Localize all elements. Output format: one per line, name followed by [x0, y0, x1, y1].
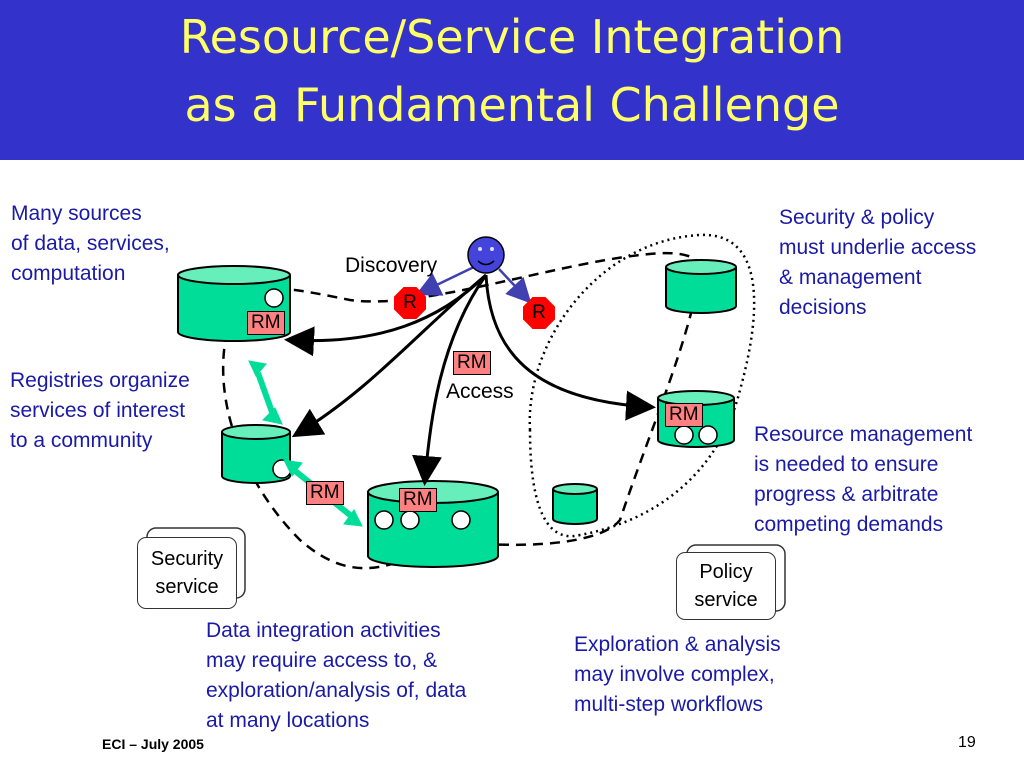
rm-badge-access: RM [453, 351, 491, 375]
rm-badge-registry: RM [306, 481, 344, 505]
note-data-integration: Data integration activities may require … [206, 619, 467, 732]
security-service-card: Security service [137, 537, 237, 609]
policy-service-label-line2: service [694, 589, 758, 611]
discovery-arrows [415, 264, 532, 304]
user-icon [467, 236, 505, 274]
discovery-label: Discovery [345, 254, 438, 277]
security-service-label-line2: service [155, 576, 219, 598]
rm-badge-top-left: RM [247, 311, 285, 335]
access-label: Access [446, 380, 514, 403]
note-resource-management: Resource management is needed to ensure … [754, 423, 973, 536]
security-service-label-line1: Security [150, 548, 224, 570]
rm-badge-center: RM [399, 488, 437, 512]
title-banner: Resource/Service Integration as a Fundam… [0, 0, 1024, 160]
registry-r-left: R [394, 287, 426, 319]
title-line-1: Resource/Service Integration [179, 10, 845, 64]
database-small [552, 483, 598, 525]
note-security-policy: Security & policy must underlie access &… [779, 206, 977, 319]
note-registries: Registries organize services of interest… [10, 369, 190, 452]
database-registry [221, 424, 292, 484]
policy-service-label-line1: Policy [699, 561, 753, 583]
note-sources: Many sources of data, services, computat… [11, 202, 170, 285]
title-line-2: as a Fundamental Challenge [184, 78, 840, 132]
access-arrows [284, 273, 656, 486]
note-exploration: Exploration & analysis may involve compl… [574, 633, 781, 716]
footer-event: ECI – July 2005 [102, 736, 204, 752]
policy-service-card: Policy service [676, 552, 776, 620]
registry-r-right: R [523, 297, 555, 329]
rm-badge-right: RM [665, 403, 703, 427]
database-top-right [665, 259, 737, 314]
policy-domain-outline [528, 233, 756, 538]
slide-number: 19 [958, 734, 976, 751]
